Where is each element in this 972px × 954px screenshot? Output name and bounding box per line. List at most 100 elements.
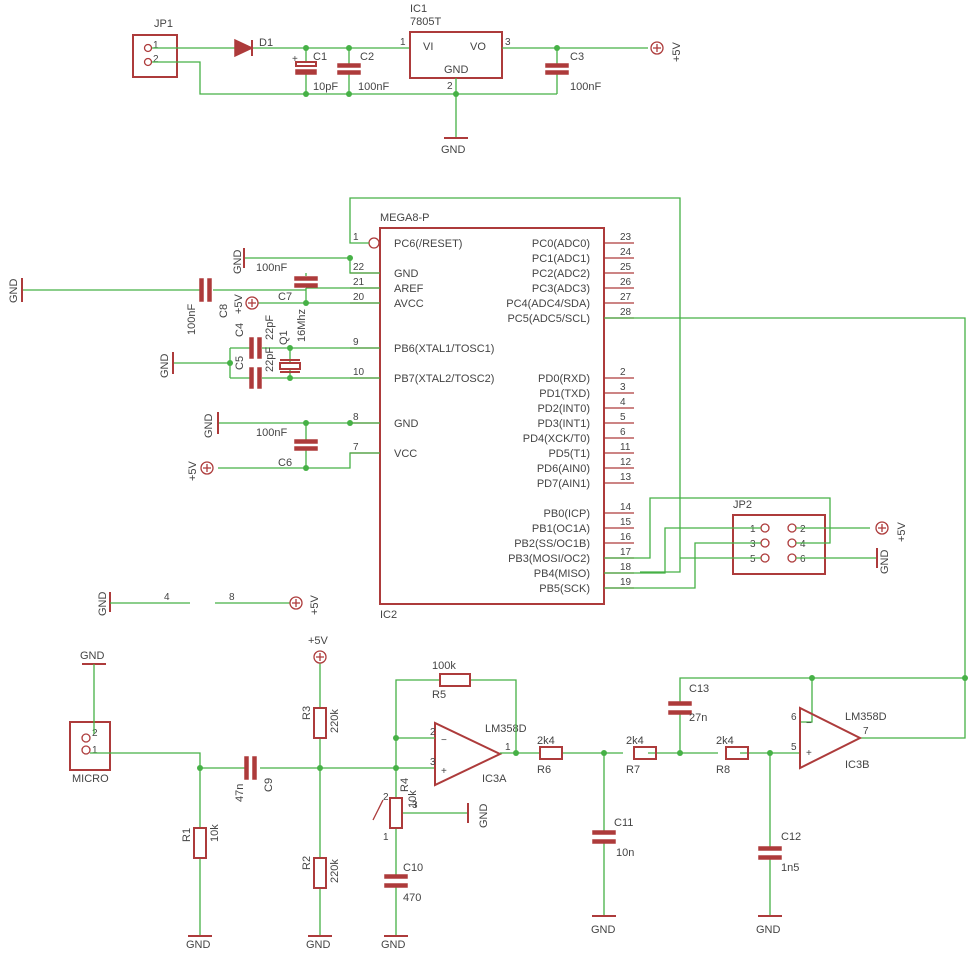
- mega8-pin-label: PC6(/RESET): [394, 238, 462, 250]
- mega8-pin-number: 23: [620, 232, 632, 243]
- c12-value: 1n5: [781, 862, 799, 874]
- mega8-pin-label: PC4(ADC4/SDA): [506, 298, 590, 310]
- svg-text:3: 3: [750, 539, 756, 550]
- mega8-pin-number: 28: [620, 307, 632, 318]
- capacitor-c13: [668, 701, 692, 715]
- svg-text:1: 1: [383, 832, 389, 843]
- mega8-pin-number: 15: [620, 517, 632, 528]
- svg-text:VO: VO: [470, 41, 486, 53]
- analog-front-end: 2 1 MICRO GND R1 10k GND 47n C9 +5V R3 2…: [69, 635, 968, 951]
- ic1-type: 7805T: [410, 16, 441, 28]
- c7-value: 100nF: [256, 262, 287, 274]
- mega8-right-pins: PC0(ADC0)23PC1(ADC1)24PC2(ADC2)25PC3(ADC…: [506, 232, 634, 595]
- svg-text:1: 1: [400, 37, 406, 48]
- opamp-ic3a: [434, 721, 503, 787]
- r3-value: 220k: [329, 709, 341, 733]
- svg-text:+5V: +5V: [233, 293, 245, 314]
- mega8-pin-label: PD3(INT1): [537, 418, 590, 430]
- resistor-r3: [313, 707, 327, 739]
- r8-value: 2k4: [716, 735, 734, 747]
- resistor-r7: [633, 746, 657, 760]
- crystal-q1: [279, 359, 301, 373]
- mega8-pin-number: 4: [620, 397, 626, 408]
- mega8-pin-label: PC1(ADC1): [532, 253, 590, 265]
- mega8-pin-label: PB7(XTAL2/TOSC2): [394, 373, 494, 385]
- mega8-pin-label: PB3(MOSI/OC2): [508, 553, 590, 565]
- q1-value: 16Mhz: [296, 309, 308, 342]
- c12-label: C12: [781, 831, 801, 843]
- diode-d1: [234, 38, 254, 58]
- r7-value: 2k4: [626, 735, 644, 747]
- svg-text:2: 2: [447, 81, 453, 92]
- svg-text:GND: GND: [306, 939, 331, 951]
- svg-text:−: −: [441, 735, 447, 746]
- resistor-r1: [193, 827, 207, 859]
- svg-text:GND: GND: [97, 592, 109, 617]
- mega8-pin-label: PD6(AIN0): [537, 463, 590, 475]
- mega8-pin-label: PD0(RXD): [538, 373, 590, 385]
- c9-label: C9: [263, 778, 275, 792]
- mega8-chip: [379, 227, 605, 605]
- opamp-power-pins: GND 4 8 +5V: [97, 592, 321, 617]
- micro-connector: [69, 721, 111, 771]
- svg-text:+5V: +5V: [671, 41, 683, 62]
- c6-value: 100nF: [256, 427, 287, 439]
- c9-value: 47n: [234, 784, 246, 802]
- svg-text:+5V: +5V: [308, 635, 329, 647]
- svg-text:3: 3: [430, 757, 436, 768]
- vcc-symbol: [313, 650, 327, 664]
- svg-text:3: 3: [412, 800, 418, 811]
- ic3a-type: LM358D: [485, 723, 527, 735]
- r6-label: R6: [537, 764, 551, 776]
- svg-text:+: +: [441, 766, 447, 777]
- c11-value: 10n: [616, 847, 634, 859]
- capacitor-c6: [294, 439, 318, 451]
- mega8-pin-label: PB4(MISO): [534, 568, 590, 580]
- mega8-pin-number: 17: [620, 547, 632, 558]
- svg-text:+5V: +5V: [187, 460, 199, 481]
- mega8-pin-label: GND: [394, 268, 419, 280]
- svg-text:6: 6: [800, 554, 806, 565]
- c10-value: 470: [403, 892, 421, 904]
- q1-label: Q1: [278, 330, 290, 345]
- svg-text:3: 3: [505, 37, 511, 48]
- c4-value: 22pF: [264, 315, 276, 340]
- mega8-pin-label: VCC: [394, 448, 417, 460]
- svg-text:1: 1: [505, 742, 511, 753]
- r5-value: 100k: [432, 660, 456, 672]
- vcc-symbol: [245, 296, 259, 310]
- capacitor-c11: [592, 830, 616, 844]
- vcc-symbol: [289, 596, 303, 610]
- resistor-r6: [539, 746, 563, 760]
- c5-value: 22pF: [264, 347, 276, 372]
- ic2-label: IC2: [380, 609, 397, 621]
- svg-text:−: −: [806, 718, 812, 729]
- mega8-pin-number: 21: [353, 277, 365, 288]
- ic3b-type: LM358D: [845, 711, 887, 723]
- svg-text:2: 2: [92, 728, 98, 739]
- capacitor-c9: [244, 756, 257, 780]
- r7-label: R7: [626, 764, 640, 776]
- mega8-pin-number: 2: [620, 367, 626, 378]
- ic3b-label: IC3B: [845, 759, 869, 771]
- mega8-pin-label: PB2(SS/OC1B): [514, 538, 590, 550]
- mega8-pin-number: 5: [620, 412, 626, 423]
- pot-arrow: [372, 799, 384, 821]
- svg-text:GND: GND: [879, 550, 891, 575]
- mega8-pin-label: PB0(ICP): [544, 508, 590, 520]
- opamp-ic3b: [799, 706, 863, 770]
- svg-text:1: 1: [750, 524, 756, 535]
- svg-text:GND: GND: [8, 279, 20, 304]
- svg-text:GND: GND: [232, 250, 244, 275]
- mega8-label: MEGA8-P: [380, 212, 430, 224]
- potentiometer-r4: [389, 797, 403, 829]
- svg-text:+: +: [292, 54, 298, 65]
- svg-text:GND: GND: [441, 144, 466, 156]
- r4-label: R4: [399, 778, 411, 792]
- svg-text:GND: GND: [444, 64, 469, 76]
- svg-text:GND: GND: [186, 939, 211, 951]
- svg-text:2: 2: [153, 54, 159, 65]
- r1-label: R1: [181, 828, 193, 842]
- ic1-label: IC1: [410, 3, 427, 15]
- c8-label: C8: [218, 304, 230, 318]
